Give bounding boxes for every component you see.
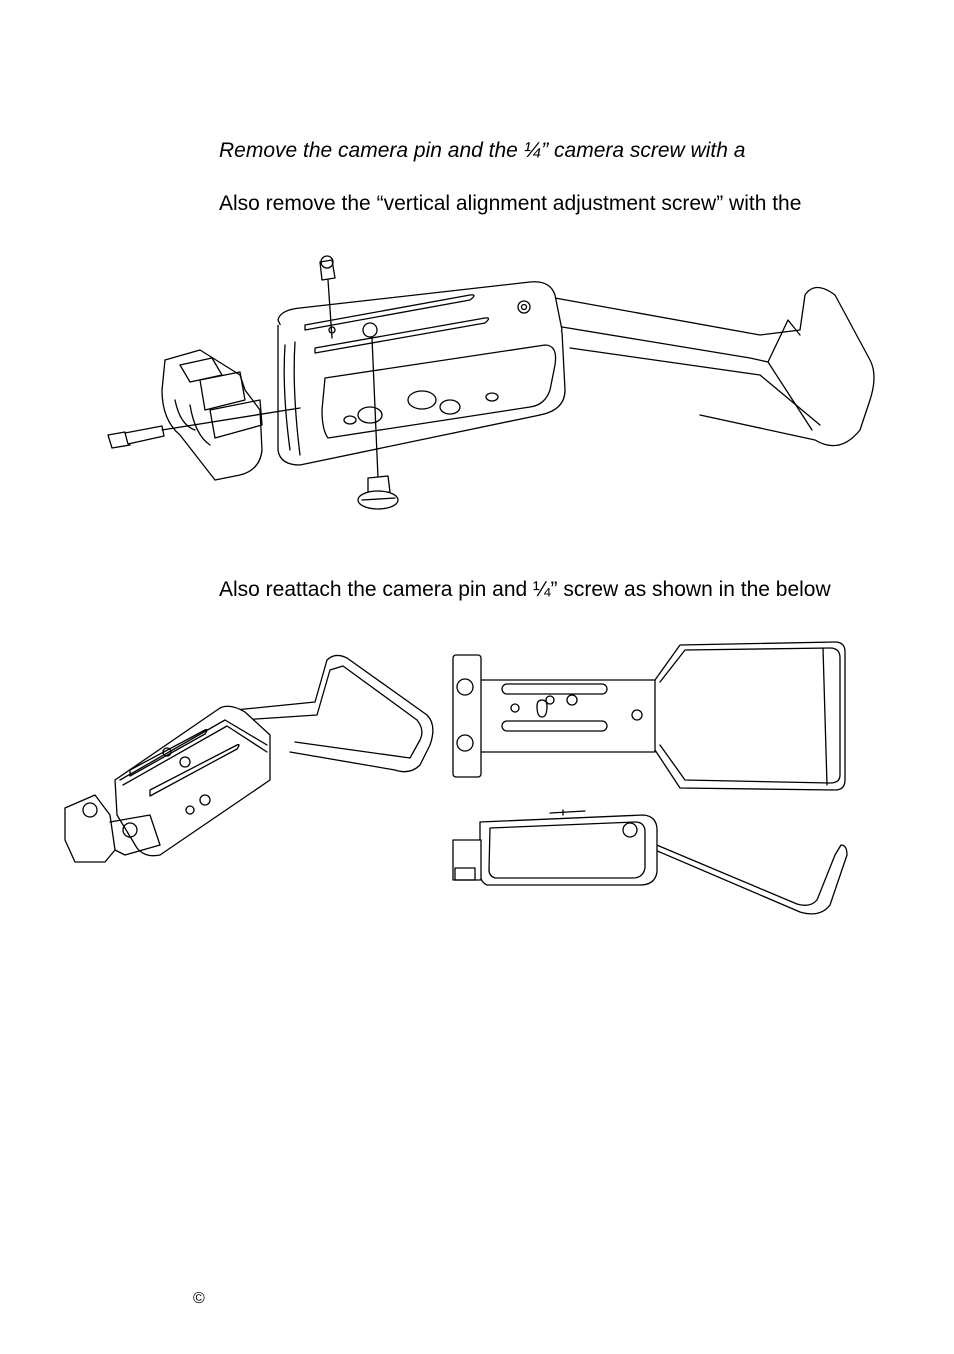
- instruction-remove-alignment-screw: Also remove the “vertical alignment adju…: [219, 192, 802, 215]
- reassembled-perspective-illustration: [64, 654, 434, 863]
- exploded-assembly-illustration: [107, 255, 875, 510]
- instruction-remove-pin-screw: Remove the camera pin and the ¼” camera …: [219, 139, 746, 162]
- top-view-illustration: [452, 641, 846, 791]
- side-view-illustration: [452, 809, 848, 915]
- copyright-mark: ©: [193, 1290, 205, 1307]
- instruction-reattach-pin-screw: Also reattach the camera pin and ¼” scre…: [219, 578, 831, 601]
